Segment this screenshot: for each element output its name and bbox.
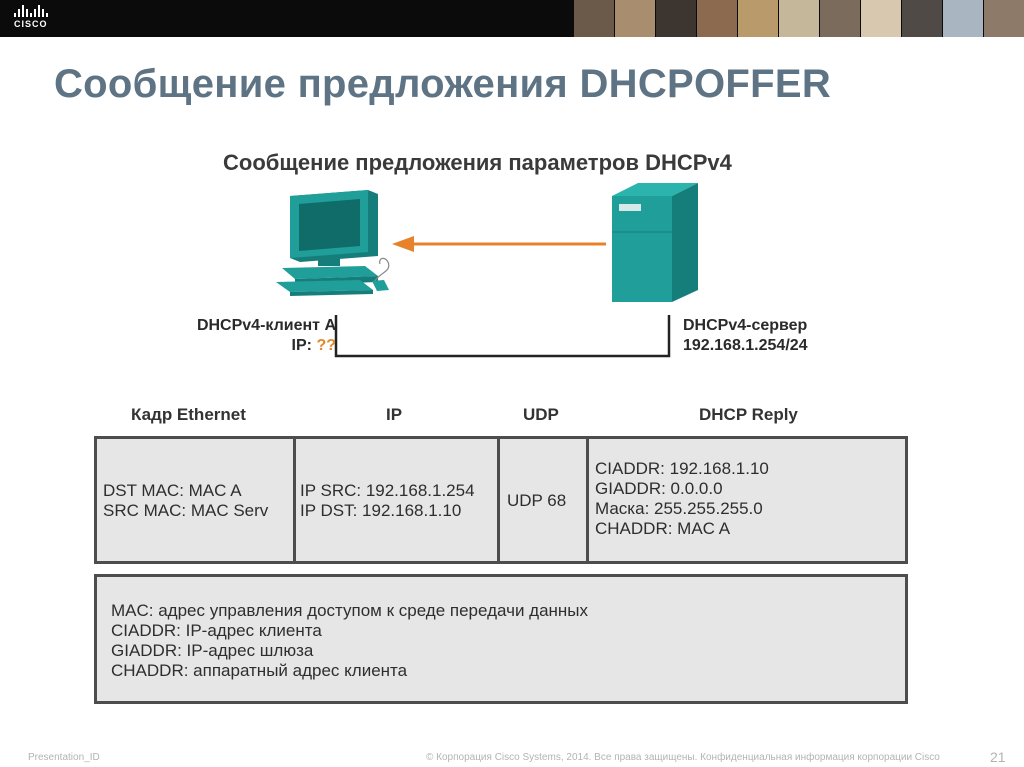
ethernet-src-mac: SRC MAC: MAC Serv <box>103 501 269 520</box>
ethernet-cell: DST MAC: MAC A SRC MAC: MAC Serv <box>94 436 296 564</box>
ethernet-dst-mac: DST MAC: MAC A <box>103 481 242 500</box>
header-dhcp: DHCP Reply <box>699 405 798 424</box>
dhcp-giaddr: GIADDR: 0.0.0.0 <box>595 479 723 498</box>
presentation-id: Presentation_ID <box>28 752 100 763</box>
ip-dst: IP DST: 192.168.1.10 <box>300 501 462 520</box>
network-link <box>334 315 671 358</box>
cisco-logo-bars-icon <box>14 5 48 17</box>
header-ethernet: Кадр Ethernet <box>131 405 246 424</box>
client-name: DHCPv4-клиент A <box>196 317 336 334</box>
slide-title: Сообщение предложения DHCPOFFER <box>54 62 832 106</box>
server-icon <box>612 183 698 302</box>
legend-mac: MAC: адрес управления доступом к среде п… <box>111 601 589 620</box>
cisco-logo-text: CISCO <box>14 19 48 29</box>
udp-cell: UDP 68 <box>497 436 589 564</box>
client-ip-label: IP: <box>291 337 312 354</box>
client-label: DHCPv4-клиент A IP: ?? <box>160 316 336 356</box>
dhcp-cell: CIADDR: 192.168.1.10 GIADDR: 0.0.0.0 Мас… <box>586 436 908 564</box>
udp-port: UDP 68 <box>507 491 567 510</box>
legend-chaddr: CHADDR: аппаратный адрес клиента <box>111 661 408 680</box>
top-banner: CISCO <box>0 0 1024 37</box>
server-label: DHCPv4-сервер 192.168.1.254/24 <box>683 316 808 356</box>
dhcp-ciaddr: CIADDR: 192.168.1.10 <box>595 459 769 478</box>
diagram-title: Сообщение предложения параметров DHCPv4 <box>223 150 732 175</box>
ip-cell: IP SRC: 192.168.1.254 IP DST: 192.168.1.… <box>293 436 500 564</box>
banner-photo-strip <box>573 0 1024 37</box>
offer-arrow-icon <box>392 236 606 252</box>
legend-ciaddr: CIADDR: IP-адрес клиента <box>111 621 322 640</box>
header-ip: IP <box>386 405 403 424</box>
legend-box: MAC: адрес управления доступом к среде п… <box>94 574 908 704</box>
copyright: © Корпорация Cisco Systems, 2014. Все пр… <box>426 752 940 763</box>
cisco-logo: CISCO <box>14 5 48 29</box>
header-udp: UDP <box>523 405 559 424</box>
dhcp-chaddr: CHADDR: MAC A <box>595 519 731 538</box>
server-address: 192.168.1.254/24 <box>683 337 808 354</box>
dhcp-mask: Маска: 255.255.255.0 <box>595 499 763 518</box>
computer-icon <box>276 190 390 296</box>
legend-giaddr: GIADDR: IP-адрес шлюза <box>111 641 314 660</box>
client-ip: IP: ?? <box>160 336 336 356</box>
page-number: 21 <box>990 749 1006 765</box>
server-name: DHCPv4-сервер <box>683 317 808 334</box>
client-ip-value: ?? <box>316 337 336 354</box>
ip-src: IP SRC: 192.168.1.254 <box>300 481 475 500</box>
